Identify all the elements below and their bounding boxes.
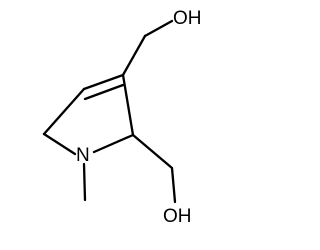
bond-layer bbox=[42, 19, 177, 204]
nitrogen-label: N bbox=[76, 145, 90, 166]
hydroxyl-top-label: OH bbox=[173, 8, 202, 29]
bond-c5-n bbox=[42, 132, 77, 156]
structure-svg: OH N OH bbox=[42, 8, 202, 227]
bond-ch2-o-top bbox=[143, 19, 174, 38]
bond-c4-c3-double bbox=[83, 83, 125, 101]
bond-n-methyl bbox=[82, 162, 87, 202]
label-layer: OH N OH bbox=[76, 8, 202, 227]
bond-n-c2 bbox=[92, 133, 135, 154]
hydroxyl-bottom-label: OH bbox=[163, 206, 192, 227]
bond-c4-c3 bbox=[82, 73, 125, 91]
bond-c3-c2 bbox=[121, 73, 135, 137]
bond-c4-c5 bbox=[42, 87, 86, 136]
bond-c2-ch2 bbox=[131, 133, 174, 170]
molecule-diagram: OH N OH bbox=[42, 8, 202, 227]
bond-ch2-o-bottom bbox=[170, 166, 177, 204]
bond-c3-ch2 bbox=[121, 34, 147, 77]
